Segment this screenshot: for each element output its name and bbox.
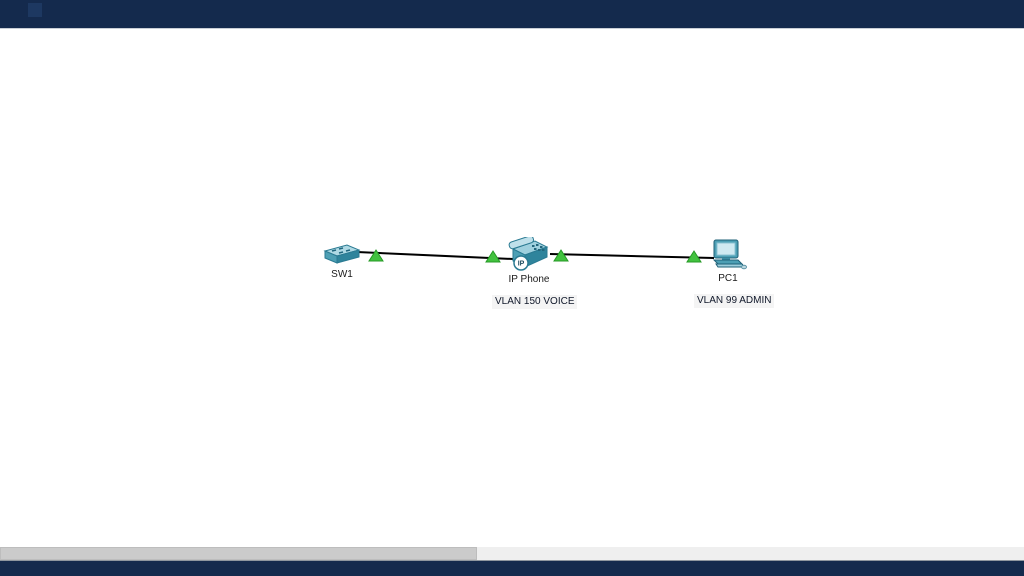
bottom-divider [0,560,1024,561]
pc-icon [712,239,747,270]
link-status-triangle [368,249,384,262]
wire-layer [356,249,715,263]
device-label: SW1 [331,269,353,280]
device-ip-phone[interactable]: IP IP Phone [505,237,553,285]
titlebar-accent [28,3,42,17]
device-switch[interactable]: SW1 [318,242,366,280]
link-status-triangle [485,250,501,263]
device-label: IP Phone [508,274,550,285]
horizontal-scrollbar[interactable] [0,547,1024,560]
link-status-triangle [553,249,569,262]
bottom-bar [0,561,1024,576]
switch-icon [323,244,361,264]
device-pc[interactable]: PC1 [706,239,750,284]
ip-badge-text: IP [518,261,525,268]
note-vlan-voice[interactable]: VLAN 150 VOICE [492,295,578,309]
horizontal-scrollbar-thumb[interactable] [0,547,477,560]
link-status-triangle [686,250,702,263]
title-bar [0,0,1024,29]
ip-badge [513,255,529,271]
ip-phone-icon: IP [508,237,549,271]
note-vlan-admin[interactable]: VLAN 99 ADMIN [694,294,775,308]
link-ipphone-pc1[interactable] [549,253,715,259]
link-sw1-ipphone[interactable] [356,251,514,260]
topology-canvas[interactable]: SW1 IP IP Phone [0,29,1024,547]
device-label: PC1 [718,273,738,284]
